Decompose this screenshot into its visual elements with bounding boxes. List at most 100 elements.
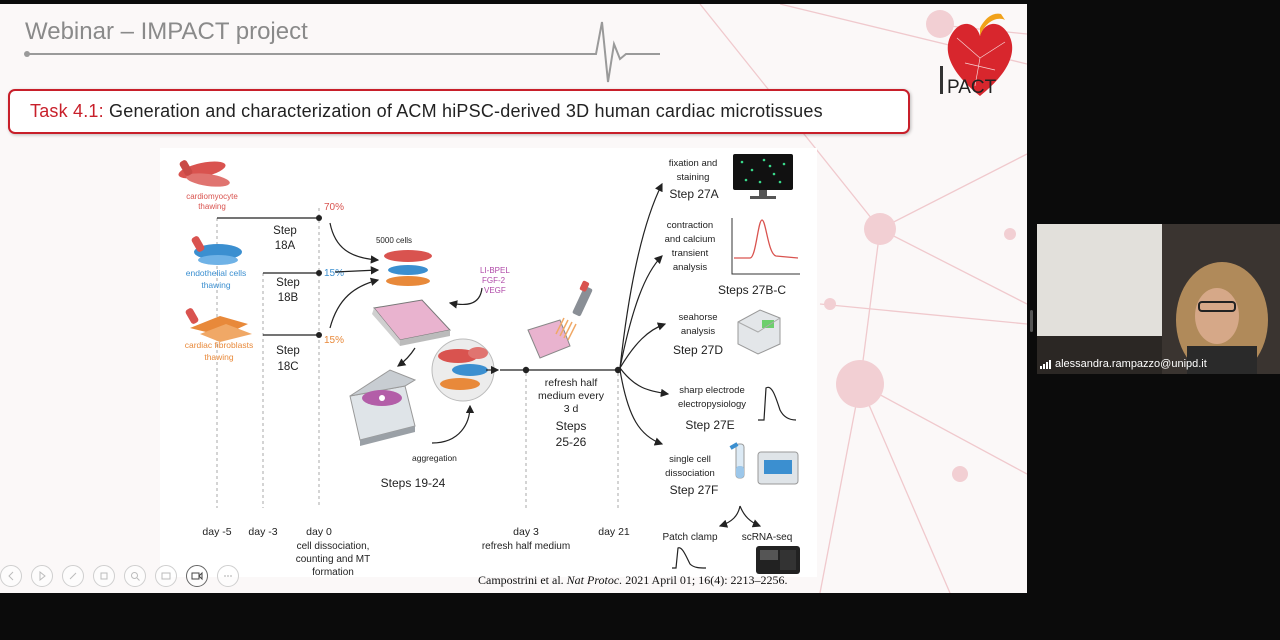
calcium-trace-icon (731, 218, 800, 275)
cardiomyocyte-label-2: thawing (198, 202, 226, 211)
panel-resize-handle[interactable] (1030, 310, 1033, 332)
step-27f: Step 27F (670, 483, 719, 497)
more-button[interactable] (217, 565, 239, 587)
endothelial-label-2: thawing (201, 280, 231, 290)
zoom-button[interactable] (124, 565, 146, 587)
slides-button[interactable] (93, 565, 115, 587)
aggregation-label: aggregation (412, 453, 457, 463)
participant-video[interactable] (1037, 224, 1280, 374)
logo-text: PACT (947, 77, 997, 98)
play-icon (39, 571, 46, 581)
pct-fibroblast: 15% (324, 335, 344, 346)
refresh-line2: medium every (538, 390, 605, 402)
pipette-icon (527, 280, 593, 359)
incubator-icon (757, 451, 799, 485)
step-18c-line2: 18C (277, 361, 298, 373)
steps-19-24: Steps 19-24 (381, 476, 446, 490)
pct-cardiomyocyte: 70% (324, 202, 344, 213)
sequencer-icon (756, 546, 800, 574)
endothelial-icon (191, 236, 242, 265)
fibroblast-label-1: cardiac fibroblasts (185, 340, 254, 350)
step-18b-line2: 18B (278, 292, 299, 304)
assay-sharp-line1: sharp electrode (679, 385, 744, 396)
steps-25-26-line2: 25-26 (556, 435, 587, 449)
step-27e: Step 27E (685, 418, 734, 432)
step-27a: Step 27A (669, 187, 718, 201)
signal-icon (1040, 359, 1051, 369)
slides-icon (100, 572, 108, 580)
tube-icon (729, 442, 745, 479)
task-title-box: Task 4.1: Generation and characterizatio… (8, 89, 910, 134)
refresh-line3: 3 d (564, 403, 579, 415)
citation-details: 2021 April 01; 16(4): 2213–2256. (622, 573, 788, 587)
cardiomyocyte-label-1: cardiomyocyte (186, 192, 238, 201)
prev-button[interactable] (0, 565, 22, 587)
pen-icon (69, 572, 77, 580)
subtitles-button[interactable] (155, 565, 177, 587)
citation-authors: Campostrini et al. (478, 573, 564, 587)
assay-contraction-line4: analysis (673, 262, 708, 273)
zoom-icon (131, 572, 140, 581)
output-patch-clamp: Patch clamp (662, 532, 717, 543)
citation-journal: Nat Protoc. (566, 573, 623, 587)
microtissue-icon (431, 338, 495, 402)
pen-button[interactable] (62, 565, 84, 587)
day0-caption-2: counting and MT (296, 554, 371, 565)
output-scrnaseq: scRNA-seq (742, 532, 793, 543)
participant-video-frame (1037, 224, 1280, 374)
seahorse-analyzer-icon (737, 309, 781, 355)
day-minus-5: day -5 (202, 526, 231, 538)
presentation-toolbar (0, 565, 239, 587)
protocol-figure: cardiomyocyte thawing endothelial cells … (160, 148, 817, 578)
citation: Campostrini et al. Nat Protoc. 2021 Apri… (478, 573, 788, 588)
patch-clamp-trace-icon (672, 547, 707, 569)
more-icon (224, 575, 232, 577)
video-icon (191, 571, 203, 581)
presentation-slide: Webinar – IMPACT project PACT Task 4.1: … (0, 4, 1027, 593)
endothelial-label-1: endothelial cells (186, 268, 246, 278)
play-button[interactable] (31, 565, 53, 587)
day0-caption-3: formation (312, 567, 354, 577)
step-27b-c: Steps 27B-C (718, 283, 786, 297)
task-label: Task 4.1: (30, 101, 104, 121)
participant-name: alessandra.rampazzo@unipd.it (1055, 358, 1207, 370)
step-18a-line2: 18A (275, 240, 296, 252)
assay-contraction-line3: transient (672, 248, 709, 259)
factor-1: LI-BPEL (480, 266, 510, 275)
assay-seahorse-line2: analysis (681, 326, 716, 337)
mixed-cells-icon (384, 250, 432, 286)
day0-caption-1: cell dissociation, (297, 541, 370, 552)
slide-header-title: Webinar – IMPACT project (25, 18, 308, 45)
participant-name-tag: alessandra.rampazzo@unipd.it (1040, 358, 1207, 370)
well-plate-icon (372, 299, 451, 346)
monitor-icon (733, 154, 793, 199)
protocol-diagram: cardiomyocyte thawing endothelial cells … (178, 154, 800, 578)
step-18a-line1: Step (273, 225, 297, 237)
centrifuge-icon (349, 369, 417, 446)
step-27d: Step 27D (673, 343, 723, 357)
assay-fixation-line1: fixation and (669, 158, 718, 169)
steps-25-26-line1: Steps (556, 419, 587, 433)
fibroblast-label-2: thawing (204, 352, 234, 362)
factor-2: FGF-2 (482, 276, 506, 285)
day-3: day 3 (513, 526, 539, 538)
day-0: day 0 (306, 526, 332, 538)
cardiomyocyte-icon (178, 160, 230, 187)
assay-contraction-line2: and calcium (665, 234, 716, 245)
task-title: Generation and characterization of ACM h… (103, 101, 823, 121)
assay-sharp-line2: electropysiology (678, 399, 746, 410)
network-background (24, 4, 1027, 593)
impact-logo: PACT (935, 8, 1025, 109)
day-21: day 21 (598, 526, 630, 538)
prev-icon (8, 571, 14, 581)
refresh-line1: refresh half (545, 377, 598, 389)
day3-caption: refresh half medium (482, 541, 570, 552)
fibroblast-icon (185, 308, 252, 342)
assay-contraction-line1: contraction (667, 220, 713, 231)
pct-endothelial: 15% (324, 268, 344, 279)
cells-label: 5000 cells (376, 236, 412, 245)
action-potential-icon (758, 386, 797, 421)
video-button[interactable] (186, 565, 208, 587)
step-18c-line1: Step (276, 345, 300, 357)
subtitles-icon (161, 572, 171, 580)
